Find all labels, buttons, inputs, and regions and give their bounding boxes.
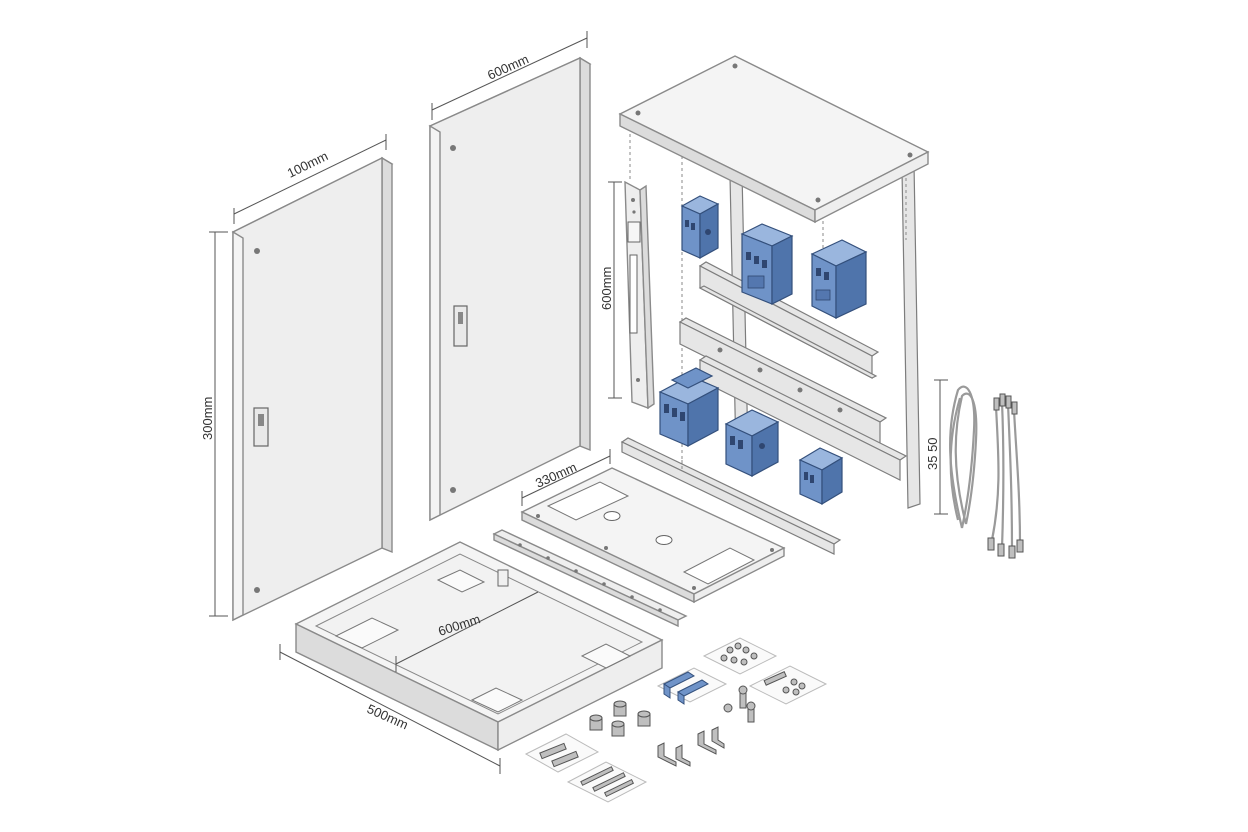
coiled-cable [949,385,978,529]
breaker-lower-right [798,447,844,506]
right-door [428,56,592,522]
hardware-brackets [657,726,725,767]
hardware-long-bolts-kit [566,761,648,803]
breaker-top-right [810,239,868,319]
gland-plate [520,467,786,604]
wire-bundle [987,393,1024,559]
hardware-screws [723,685,756,723]
right-door-width-label: 600mm [485,51,531,82]
hinge-hole-top [254,248,260,254]
left-door-width-label: 100mm [285,148,331,180]
hinge-hole-bottom [254,587,260,593]
hardware-nut-kit [702,637,778,675]
left-door [231,156,394,622]
left-door-height-dimension: 300mm [200,231,228,617]
door-lock-right [453,305,468,347]
hinge-hole-top [450,145,456,151]
hardware-blue-clips [656,667,728,705]
backplate-height-dimension: 600mm [599,181,622,399]
door-lock-left [253,407,269,447]
vertical-mounting-strip [624,180,655,410]
flat-mounting-bar [492,529,688,628]
backplate-height-label: 600mm [599,267,614,310]
hardware-bolt-kit [748,665,828,705]
breaker-large-left [658,367,720,447]
breaker-top-middle [740,223,794,305]
enclosure-depth-label: 35 50 [925,437,940,470]
base-tray [294,541,664,752]
base-depth-label: 500mm [365,701,411,732]
breaker-small-top [680,195,720,260]
breaker-lower-middle [724,409,780,478]
hardware-anchors-kit [524,733,600,773]
bottom-rail [620,437,842,555]
top-cover [618,55,930,224]
hardware-cable-glands [589,700,651,737]
enclosure-depth-dimension: 35 50 [925,379,948,515]
left-door-height-label: 300mm [200,397,215,440]
hinge-hole-bottom [450,487,456,493]
